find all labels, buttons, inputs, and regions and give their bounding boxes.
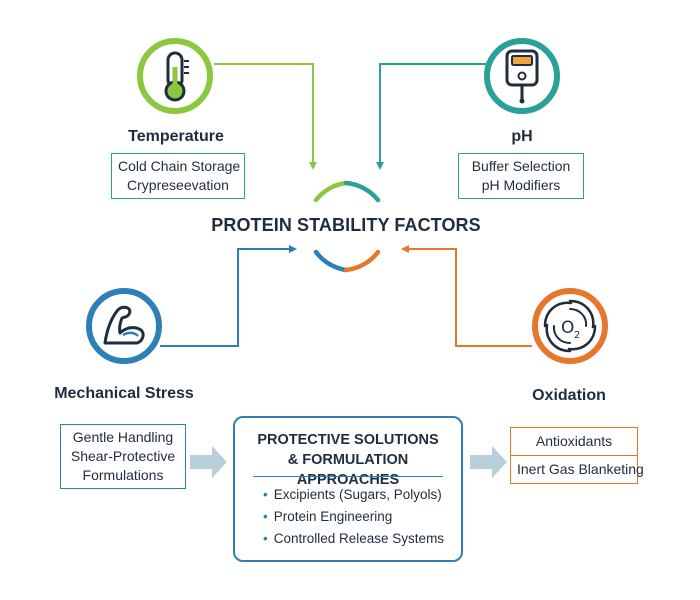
solutions-divider [253,476,443,477]
solutions-title: PROTECTIVE SOLUTIONS & FORMULATION APPRO… [235,430,461,490]
solutions-list-item: • Protein Engineering [263,506,444,528]
svg-text:O: O [561,318,574,338]
temperature-item: Cold Chain Storage [118,158,241,174]
svg-text:2: 2 [574,330,580,341]
solutions-list-item: • Excipients (Sugars, Polyols) [263,484,444,506]
mechanical-connector [160,245,297,347]
solutions-list-item-label: Controlled Release Systems [273,531,445,546]
mechanical-item: Gentle Handling [72,429,174,445]
ph-solutions-box: Buffer Selection pH Modifiers [458,153,584,199]
bullet-icon: • [263,509,268,524]
mechanical-item: Shear-Protective [70,448,176,464]
ph-connector [376,63,486,170]
oxidation-item: Inert Gas Blanketing [517,461,644,477]
solutions-list-item-label: Excipients (Sugars, Polyols) [273,487,442,502]
center-title: PROTEIN STABILITY FACTORS [207,215,485,236]
flow-arrow-right [470,446,507,478]
solutions-list-item: • Controlled Release Systems [263,528,444,550]
flexed-arm-icon [103,305,145,345]
flow-arrow-left [190,446,227,478]
bullet-icon: • [263,487,268,502]
solutions-list: • Excipients (Sugars, Polyols) • Protein E… [263,484,444,550]
temperature-item: Crypreseevation [127,177,229,193]
thermometer-icon [164,51,189,102]
oxidation-item: Antioxidants [511,428,637,456]
temperature-connector [214,63,317,170]
solutions-list-item-label: Protein Engineering [273,509,393,524]
ph-meter-icon [505,49,539,104]
central-ring [313,180,381,273]
oxidation-title: Oxidation [532,387,606,404]
ph-title: pH [511,128,533,145]
oxidation-connector [401,245,532,347]
mechanical-solutions-box: Gentle Handling Shear-Protective Formula… [60,424,186,489]
mechanical-item: Formulations [82,467,164,483]
oxidation-icon-circle: O 2 [532,288,608,364]
mechanical-title: Mechanical Stress [54,385,194,402]
ph-item: Buffer Selection [471,158,571,174]
ph-icon-circle [484,38,560,114]
bullet-icon: • [263,531,268,546]
oxidation-solutions-box: Antioxidants Inert Gas Blanketing [510,427,644,484]
o2-swirl-icon: O 2 [543,299,597,353]
ph-item: pH Modifiers [481,177,561,193]
mechanical-icon-circle [86,288,162,364]
protective-solutions-box: PROTECTIVE SOLUTIONS & FORMULATION APPRO… [233,416,463,562]
temperature-icon-circle [137,38,213,114]
solutions-title-line: PROTECTIVE SOLUTIONS [257,432,439,448]
temperature-solutions-box: Cold Chain Storage Crypreseevation [111,153,245,199]
temperature-title: Temperature [128,128,224,145]
